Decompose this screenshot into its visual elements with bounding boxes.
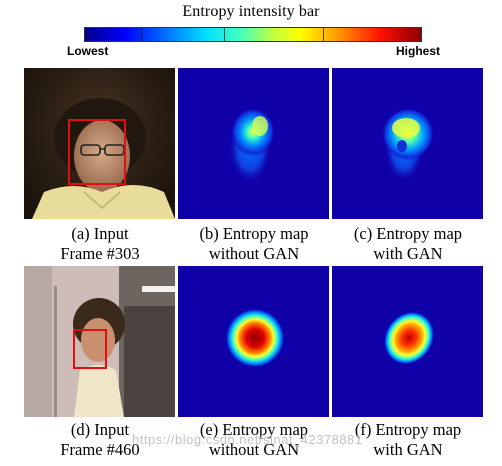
heatmap-blob xyxy=(228,108,275,184)
caption-line: with GAN xyxy=(373,440,443,459)
colorbar-tick xyxy=(224,28,225,41)
caption-line: (b) Entropy map xyxy=(199,224,309,243)
caption-line: without GAN xyxy=(208,244,300,263)
entropy-map-without-gan-303 xyxy=(178,68,329,219)
caption-line: Frame #303 xyxy=(60,244,140,263)
caption-b: (b) Entropy map without GAN xyxy=(169,224,339,264)
entropy-map-with-gan-460 xyxy=(332,266,483,417)
caption-line: (d) Input xyxy=(70,420,130,439)
person-photo-460 xyxy=(24,266,175,417)
heatmap-blob xyxy=(383,311,435,365)
entropy-map-without-gan-460 xyxy=(178,266,329,417)
detection-box xyxy=(68,119,126,185)
face-photo-303 xyxy=(32,98,175,219)
caption-line: (e) Entropy map xyxy=(199,420,309,439)
heatmap-blob xyxy=(382,108,434,182)
caption-a: (a) Input Frame #303 xyxy=(15,224,185,264)
detection-box xyxy=(73,329,107,369)
caption-c: (c) Entropy map with GAN xyxy=(323,224,493,264)
input-frame-460 xyxy=(24,266,175,417)
caption-f: (f) Entropy map with GAN xyxy=(323,420,493,460)
entropy-colorbar xyxy=(84,27,422,42)
colorbar-low-label: Lowest xyxy=(67,44,109,58)
heatmap-blob xyxy=(225,308,285,368)
caption-e: (e) Entropy map without GAN xyxy=(169,420,339,460)
colorbar-title: Entropy intensity bar xyxy=(182,3,320,20)
caption-line: (f) Entropy map xyxy=(354,420,462,439)
caption-line: Frame #460 xyxy=(60,440,140,459)
entropy-map-with-gan-303 xyxy=(332,68,483,219)
colorbar-tick xyxy=(323,28,324,41)
caption-line: with GAN xyxy=(373,244,443,263)
caption-d: (d) Input Frame #460 xyxy=(15,420,185,460)
caption-line: (c) Entropy map xyxy=(353,224,463,243)
watermark-text: https://blog.csdn.net/sinat_42378881 xyxy=(132,432,363,447)
colorbar-tick xyxy=(141,28,142,41)
colorbar-high-label: Highest xyxy=(396,44,441,58)
caption-line: (a) Input xyxy=(71,224,129,243)
caption-line: without GAN xyxy=(208,440,300,459)
input-frame-303 xyxy=(24,68,175,219)
